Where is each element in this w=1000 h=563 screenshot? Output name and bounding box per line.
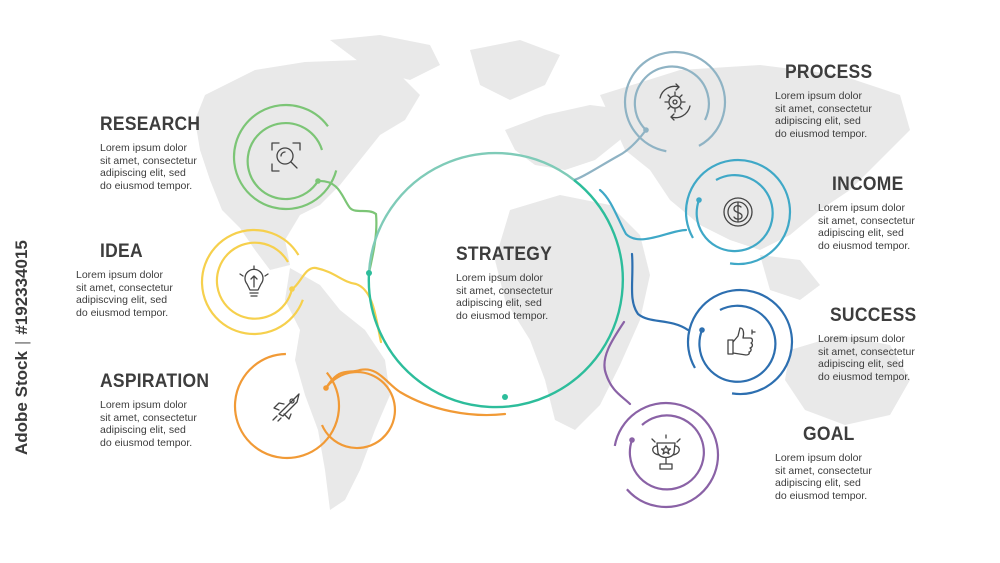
success-title: SUCCESS — [830, 305, 917, 326]
thumbs-up-icon — [727, 327, 756, 356]
idea-title: IDEA — [100, 241, 143, 262]
aspiration-title: ASPIRATION — [100, 371, 210, 392]
success-label: SUCCESS Lorem ipsum dolor sit amet, cons… — [818, 305, 924, 383]
magnifier-icon — [271, 142, 301, 172]
connector-aspiration — [324, 368, 507, 417]
income-label: INCOME Lorem ipsum dolor sit amet, conse… — [818, 174, 915, 252]
research-node — [232, 103, 340, 211]
process-title: PROCESS — [785, 62, 873, 83]
strategy-title: STRATEGY — [456, 244, 553, 265]
process-label: PROCESS Lorem ipsum dolor sit amet, cons… — [775, 62, 880, 140]
idea-label: IDEA Lorem ipsum dolor sit amet, consect… — [76, 241, 173, 319]
strategy-circle — [366, 151, 624, 409]
connector-success — [630, 252, 690, 332]
process-text: Lorem ipsum dolor sit amet, consectetur … — [775, 90, 872, 140]
goal-label: GOAL Lorem ipsum dolor sit amet, consect… — [775, 424, 872, 502]
goal-node — [612, 401, 720, 509]
goal-text: Lorem ipsum dolor sit amet, consectetur … — [775, 452, 872, 502]
strategy-dot-bottom — [502, 394, 508, 400]
watermark-separator: | — [12, 340, 31, 346]
research-title: RESEARCH — [100, 114, 201, 135]
success-text: Lorem ipsum dolor sit amet, consectetur … — [818, 333, 915, 383]
satellites — [200, 50, 794, 509]
watermark-id: #192334015 — [12, 240, 31, 335]
watermark-brand: Adobe Stock — [12, 351, 31, 455]
connector-goal — [603, 320, 632, 406]
income-text: Lorem ipsum dolor sit amet, consectetur … — [818, 202, 915, 252]
strategy-arc-right — [367, 179, 624, 409]
stock-watermark: Adobe Stock | #192334015 — [12, 240, 32, 455]
strategy-dot — [366, 270, 372, 276]
connector-income — [598, 188, 688, 241]
dollar-coin-icon — [723, 197, 753, 227]
strategy-label: STRATEGY Lorem ipsum dolor sit amet, con… — [456, 244, 560, 322]
strategy-text: Lorem ipsum dolor sit amet, consectetur … — [456, 272, 553, 322]
research-text: Lorem ipsum dolor sit amet, consectetur … — [100, 142, 197, 192]
goal-title: GOAL — [803, 424, 855, 445]
gear-icon — [659, 83, 691, 121]
idea-text: Lorem ipsum dolor sit amet, consectetur … — [76, 269, 173, 319]
aspiration-label: ASPIRATION Lorem ipsum dolor sit amet, c… — [100, 371, 219, 449]
lightbulb-icon — [239, 265, 269, 297]
process-node — [623, 50, 727, 154]
idea-node — [200, 228, 308, 336]
trophy-icon — [651, 434, 681, 470]
world-map-background — [195, 35, 910, 510]
income-node — [684, 158, 792, 266]
aspiration-text: Lorem ipsum dolor sit amet, consectetur … — [100, 399, 197, 449]
research-label: RESEARCH Lorem ipsum dolor sit amet, con… — [100, 114, 209, 192]
connector-idea — [290, 266, 383, 344]
strategy-arc-left — [367, 151, 575, 274]
aspiration-node — [233, 352, 397, 460]
rocket-icon — [272, 393, 300, 422]
success-node — [686, 288, 794, 396]
income-title: INCOME — [832, 174, 904, 195]
